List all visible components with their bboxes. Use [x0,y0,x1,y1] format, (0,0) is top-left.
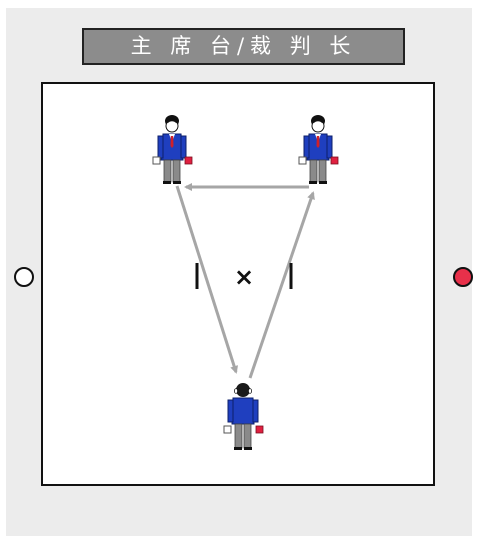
movement-arrow-bottom-to-right [248,191,315,379]
right-red-marker [453,267,473,287]
head-table-banner: 主 席 台/裁 判 长 [82,28,405,65]
center-cross-mark: × [234,263,254,291]
movement-arrow-left-to-bottom [175,185,238,374]
left-white-marker [14,267,34,287]
